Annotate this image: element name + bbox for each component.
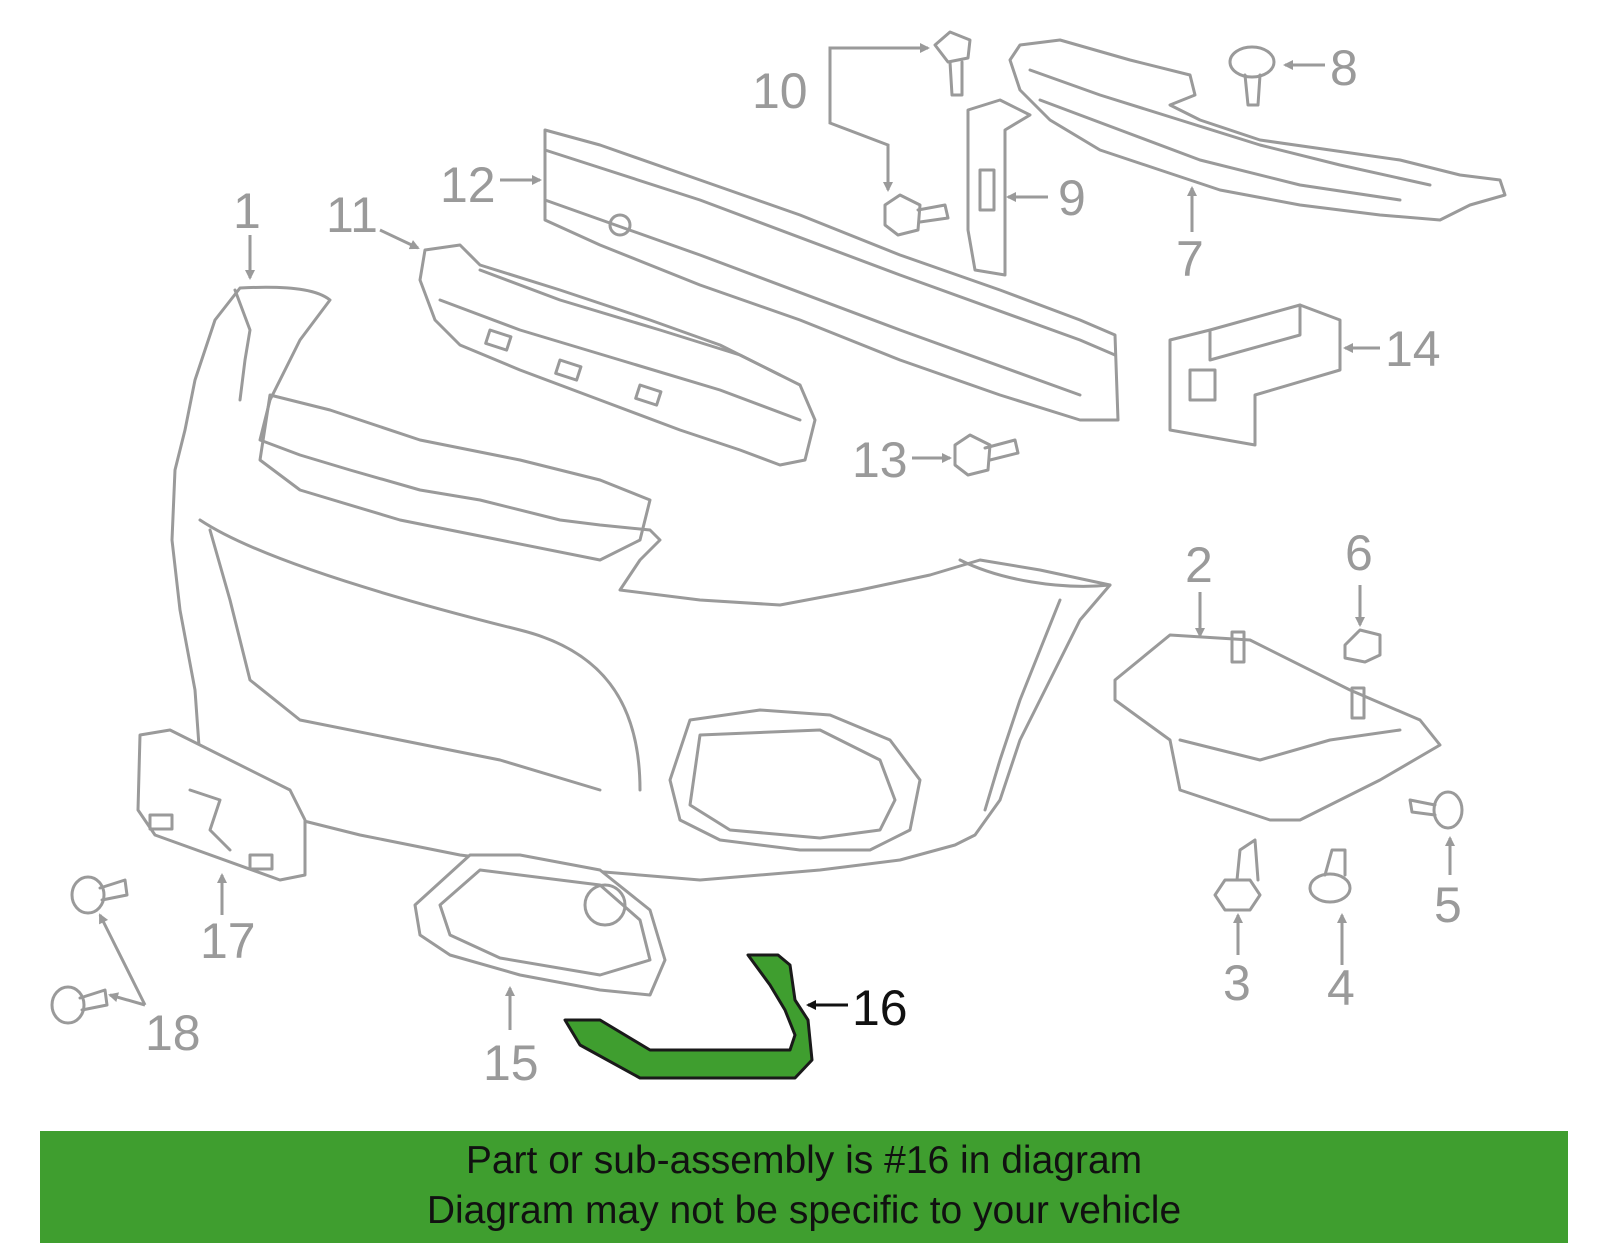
callout-2: 2 <box>1185 537 1213 593</box>
leader-10-top <box>828 43 930 90</box>
part-16-highlighted-bracket[interactable] <box>563 953 814 1080</box>
fastener-10-lower[interactable] <box>883 193 950 237</box>
part-9-bracket[interactable] <box>966 98 1032 277</box>
part-14-bracket[interactable] <box>1168 303 1342 447</box>
fastener-10-top[interactable] <box>933 30 972 97</box>
part-11-energy-absorber[interactable] <box>418 243 817 467</box>
callout-13: 13 <box>852 432 908 488</box>
callout-12: 12 <box>440 157 496 213</box>
part-17-plate-bracket[interactable] <box>136 728 307 882</box>
fastener-6[interactable] <box>1343 628 1382 664</box>
part-7-upper-deflector[interactable] <box>1008 38 1507 222</box>
callout-1: 1 <box>233 183 261 239</box>
leader-18-a <box>98 913 147 1006</box>
leader-18-b <box>108 992 146 1007</box>
callout-5: 5 <box>1434 877 1462 933</box>
callout-8: 8 <box>1330 40 1358 96</box>
callout-16: 16 <box>852 980 908 1036</box>
part-12-impact-bar[interactable] <box>543 128 1120 422</box>
callout-18: 18 <box>145 1005 201 1061</box>
callout-15: 15 <box>483 1035 539 1091</box>
callout-3: 3 <box>1223 955 1251 1011</box>
fastener-3[interactable] <box>1213 838 1262 912</box>
callout-9: 9 <box>1058 170 1086 226</box>
parts-diagram: 1 2 3 4 5 6 7 8 9 10 11 12 13 14 15 16 1… <box>50 30 1507 1091</box>
fastener-8[interactable] <box>1228 45 1276 107</box>
banner-line-disclaimer: Diagram may not be specific to your vehi… <box>426 1189 1182 1232</box>
part-1-bumper-fascia[interactable] <box>170 285 1112 882</box>
leader-10-lower <box>828 90 893 192</box>
fastener-18-lower[interactable] <box>50 985 109 1025</box>
callout-7: 7 <box>1176 231 1204 287</box>
fastener-18-upper[interactable] <box>70 875 129 915</box>
fastener-13[interactable] <box>953 433 1020 477</box>
fastener-5[interactable] <box>1408 790 1464 830</box>
part-15-fog-bezel[interactable] <box>413 853 667 997</box>
callout-10: 10 <box>752 63 808 119</box>
fastener-4[interactable] <box>1308 848 1352 904</box>
callout-6: 6 <box>1345 525 1373 581</box>
callout-14: 14 <box>1385 321 1441 377</box>
part-2-side-bracket[interactable] <box>1113 630 1442 822</box>
callout-4: 4 <box>1327 960 1355 1016</box>
info-banner: Part or sub-assembly is #16 in diagram D… <box>40 1131 1568 1243</box>
callout-11: 11 <box>326 187 378 243</box>
callout-17: 17 <box>200 913 256 969</box>
banner-line-part: Part or sub-assembly is #16 in diagram <box>465 1139 1143 1182</box>
leader-11 <box>379 228 420 250</box>
